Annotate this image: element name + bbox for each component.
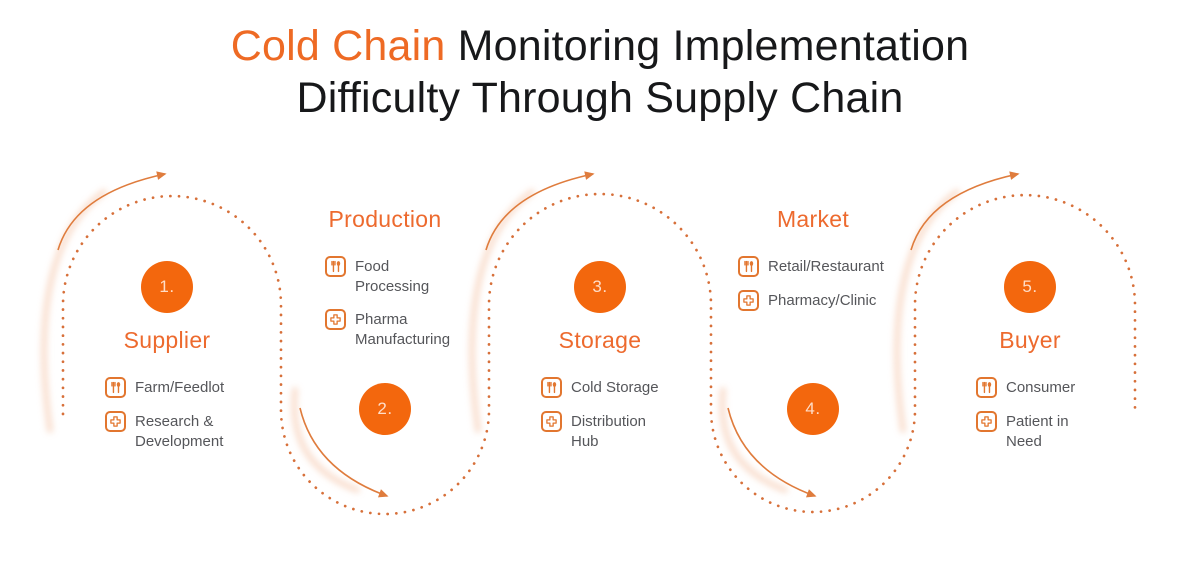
stage-number: 5. [1022, 277, 1038, 296]
stage-number-badge: 5. [1004, 261, 1056, 313]
list-item: Patient in Need [976, 411, 1104, 451]
medical-cross-icon [541, 411, 562, 432]
list-item: Consumer [976, 377, 1104, 398]
list-item: Farm/Feedlot [105, 377, 233, 398]
stage-title: Market [776, 206, 850, 232]
stage-item-list: Retail/Restaurant Pharmacy/Clinic [738, 256, 893, 311]
medical-cross-icon [738, 290, 759, 311]
list-item: Food Processing [325, 256, 453, 296]
restaurant-icon [325, 256, 346, 277]
stage-number: 4. [805, 399, 821, 418]
list-item: Cold Storage [541, 377, 681, 398]
item-label: Cold Storage [571, 379, 659, 396]
stage-number: 2. [377, 399, 393, 418]
stage-number-badge: 1. [141, 261, 193, 313]
stage-number-badge: 3. [574, 261, 626, 313]
item-label: Pharma Manufacturing [355, 311, 451, 348]
item-label: Consumer [1006, 379, 1076, 396]
list-item: Distribution Hub [541, 411, 681, 451]
stage-number-badge: 4. [787, 383, 839, 435]
list-item: Pharmacy/Clinic [738, 290, 893, 311]
item-label: Pharmacy/Clinic [768, 292, 877, 309]
restaurant-icon [738, 256, 759, 277]
stage-title: Production [328, 206, 442, 232]
dotted-serpentine-path [61, 192, 1137, 516]
medical-cross-icon [105, 411, 126, 432]
restaurant-icon [976, 377, 997, 398]
item-label: Research & Development [135, 413, 224, 450]
medical-cross-icon [325, 309, 346, 330]
main-title: Cold Chain Monitoring Implementation Dif… [0, 20, 1200, 125]
stage-title: Buyer [999, 327, 1061, 353]
item-label: Retail/Restaurant [768, 258, 884, 275]
medical-cross-icon [976, 411, 997, 432]
item-label: Distribution Hub [571, 413, 647, 450]
restaurant-icon [105, 377, 126, 398]
title-line1-rest: Monitoring Implementation [445, 22, 970, 70]
item-label: Farm/Feedlot [135, 379, 225, 396]
stage-title: Supplier [123, 327, 211, 353]
list-item: Research & Development [105, 411, 233, 451]
stage-number-badge: 2. [359, 383, 411, 435]
stage-number: 1. [159, 277, 175, 296]
item-label: Food Processing [355, 258, 430, 295]
title-accent: Cold Chain [230, 22, 446, 70]
stage-number: 3. [592, 277, 608, 296]
list-item: Pharma Manufacturing [325, 309, 453, 349]
stage-title: Storage [558, 327, 642, 353]
stage-item-list: Cold Storage Distribution Hub [541, 377, 681, 451]
title-line2: Difficulty Through Supply Chain [296, 74, 904, 123]
restaurant-icon [541, 377, 562, 398]
stage-item-list: Farm/Feedlot Research & Development [105, 377, 233, 451]
flow-arrows [57, 171, 1020, 498]
stage-item-list: Food Processing Pharma Manufacturing [325, 256, 453, 349]
list-item: Retail/Restaurant [738, 256, 893, 277]
stage-item-list: Consumer Patient in Need [976, 377, 1104, 451]
item-label: Patient in Need [1006, 413, 1069, 450]
